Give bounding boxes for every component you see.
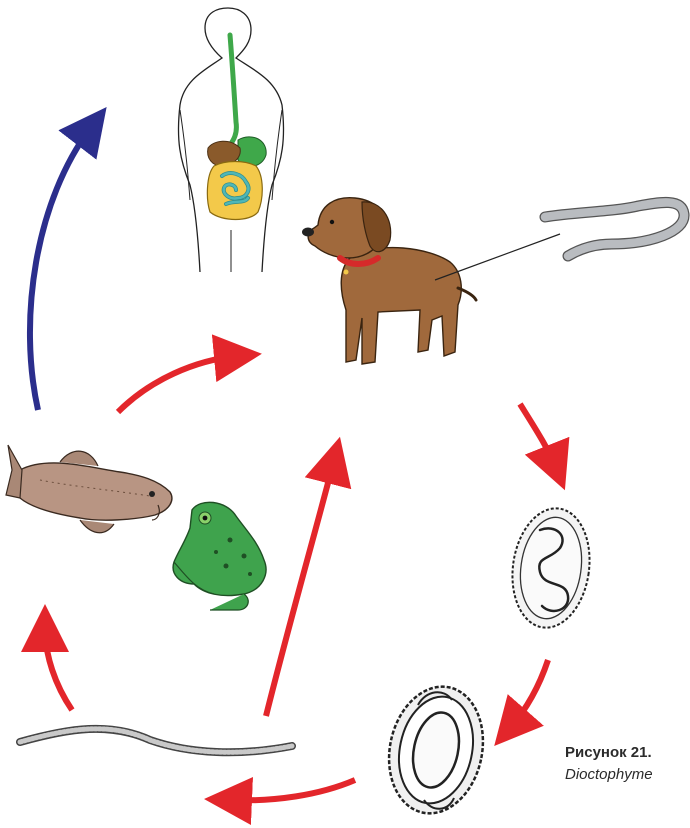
figure-label: Рисунок 21. [565,742,653,764]
egg-shell-icon [378,678,495,822]
arrow-larva-to-dog [266,460,334,716]
pointer-line [435,234,560,280]
fish-icon [6,445,172,533]
blue-arrow-fish-to-human [30,126,92,410]
species-name: Dioctophyme [565,764,653,786]
dog-icon [302,198,476,364]
frog-icon [173,502,266,610]
arrow-egg-to-shell [510,660,548,728]
figure-caption: Рисунок 21. Dioctophyme [565,742,653,786]
arrow-dog-to-egg [520,404,556,468]
arrow-fish-to-dog [118,356,238,412]
arrow-larva-to-fish [45,628,72,710]
larva-worm-icon [20,729,292,752]
egg-embryo-icon [505,503,597,632]
adult-worm-icon [545,202,684,256]
human-body-icon [178,8,283,272]
arrow-shell-to-larva [228,780,355,800]
